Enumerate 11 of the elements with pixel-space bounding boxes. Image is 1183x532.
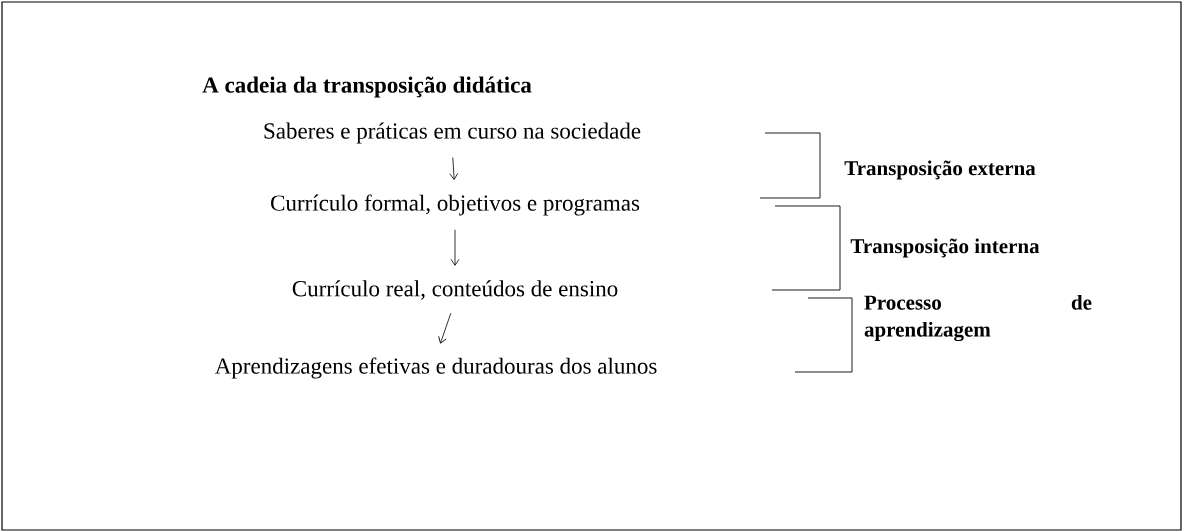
arrow	[449, 157, 459, 180]
bracket-label: Transposição externa	[844, 160, 1036, 180]
arrow	[438, 312, 452, 344]
stage-text: Currículo formal, objetivos e programas	[271, 194, 640, 216]
stage-text: Aprendizagens efetivas e duradouras dos alunos	[214, 357, 657, 379]
stage-text: Currículo real, conteúdos de ensino	[292, 280, 618, 300]
stage-text: Saberes e práticas em curso na sociedade	[264, 122, 641, 144]
bracket-label: Transposição interna	[850, 238, 1040, 258]
arrow	[450, 229, 460, 266]
title: A cadeia da transposição didática	[202, 76, 532, 98]
bracket-label: Processo de aprendizagem	[864, 294, 1092, 342]
